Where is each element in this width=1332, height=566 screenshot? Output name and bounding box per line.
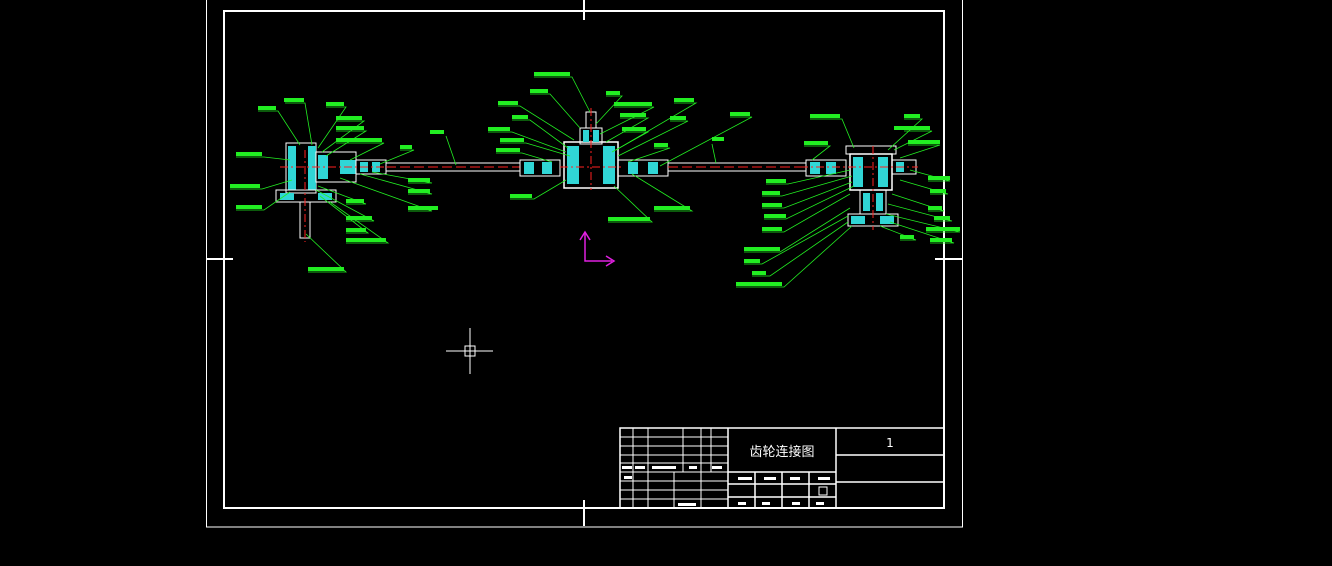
title-block [619,427,945,509]
left-gearbox-assembly [275,142,392,242]
center-annotation-labels [488,72,750,221]
sheet-outer-border [206,0,963,528]
right-leader-lines [736,118,961,288]
left-annotation-labels [230,98,444,271]
title-block-grid [620,428,828,508]
right-gearbox-assembly [800,145,918,230]
left-leader-lines [230,102,457,273]
center-gearbox-assembly [519,108,669,190]
sheet-number: 1 [886,436,894,450]
right-drive-shaft [667,162,807,172]
center-leader-lines [488,76,753,223]
crosshair-cursor-icon[interactable] [446,328,493,374]
ucs-axis-icon [579,230,616,267]
centering-marks [206,0,962,526]
left-drive-shaft [385,162,521,172]
title-block-tiny-text [622,466,830,506]
drawing-title: 齿轮连接图 [749,444,814,460]
right-annotation-labels [736,114,960,286]
